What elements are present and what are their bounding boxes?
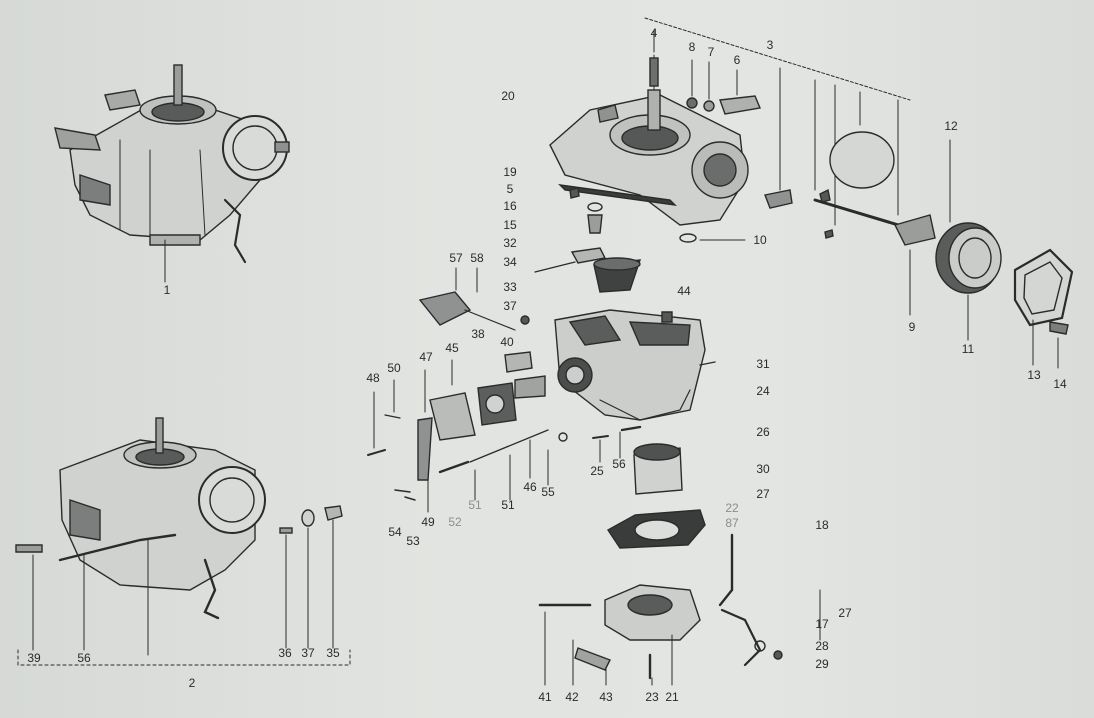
callout-23: 23	[645, 690, 659, 704]
callout-46: 46	[523, 480, 537, 494]
callout-20: 20	[501, 89, 515, 103]
callout-47: 47	[419, 350, 433, 364]
callout-34: 34	[503, 255, 517, 269]
callout-13: 13	[1027, 368, 1041, 382]
group-bracket-2	[17, 649, 351, 666]
callout-26: 26	[756, 425, 770, 439]
callout-12: 12	[944, 119, 958, 133]
callout-44: 44	[677, 284, 691, 298]
callout-16: 16	[503, 199, 517, 213]
callout-87: 87	[725, 516, 739, 530]
callout-38: 38	[471, 327, 485, 341]
vacuum-diaphragm	[935, 139, 1074, 369]
callout-54: 54	[388, 525, 402, 539]
callout-51b: 51	[501, 498, 515, 512]
callout-45: 45	[445, 341, 459, 355]
callout-22: 22	[725, 501, 739, 515]
callout-5: 5	[506, 182, 514, 196]
callout-1: 1	[163, 283, 171, 297]
callout-31: 31	[756, 357, 770, 371]
callout-52: 52	[448, 515, 462, 529]
callout-7: 7	[707, 45, 715, 59]
callout-43: 43	[599, 690, 613, 704]
callout-35: 35	[326, 646, 340, 660]
callout-49: 49	[421, 515, 435, 529]
callout-56b: 56	[612, 457, 626, 471]
callout-3: 3	[766, 38, 774, 52]
callout-30: 30	[756, 462, 770, 476]
callout-57: 57	[449, 251, 463, 265]
callout-14: 14	[1053, 377, 1067, 391]
callout-40: 40	[500, 335, 514, 349]
callout-48: 48	[366, 371, 380, 385]
float-bowl-body	[554, 309, 716, 421]
callout-21: 21	[665, 690, 679, 704]
callout-25: 25	[590, 464, 604, 478]
callout-4: 4	[650, 26, 658, 40]
callout-29: 29	[815, 657, 829, 671]
callout-37a: 37	[301, 646, 315, 660]
callout-6: 6	[733, 53, 741, 67]
callout-27b: 27	[838, 606, 852, 620]
callout-28: 28	[815, 639, 829, 653]
throttle-linkage	[718, 533, 821, 667]
callout-42: 42	[565, 690, 579, 704]
callout-51: 51	[468, 498, 482, 512]
flange-gasket	[606, 509, 706, 549]
callout-55: 55	[541, 485, 555, 499]
callout-10: 10	[753, 233, 767, 247]
callout-17: 17	[815, 617, 829, 631]
accelerator-pump-parts	[367, 267, 568, 513]
callout-39: 39	[27, 651, 41, 665]
callout-36: 36	[278, 646, 292, 660]
screw-parts-35-37	[279, 505, 343, 649]
callout-19: 19	[503, 165, 517, 179]
callout-27a: 27	[756, 487, 770, 501]
callout-15: 15	[503, 218, 517, 232]
callout-2: 2	[188, 676, 196, 690]
venturi-parts	[592, 425, 683, 495]
carburetor-assembly-2	[15, 417, 266, 656]
callout-11: 11	[961, 342, 975, 356]
callout-32: 32	[503, 236, 517, 250]
callout-56a: 56	[77, 651, 91, 665]
callout-41: 41	[538, 690, 552, 704]
callout-58: 58	[470, 251, 484, 265]
callout-53: 53	[406, 534, 420, 548]
callout-50: 50	[387, 361, 401, 375]
carburetor-assembly-1	[54, 64, 290, 283]
upper-body-cover	[549, 54, 749, 226]
callout-18: 18	[815, 518, 829, 532]
callout-33: 33	[503, 280, 517, 294]
callout-8: 8	[688, 40, 696, 54]
group-3-parts	[644, 17, 936, 316]
callout-24: 24	[756, 384, 770, 398]
throttle-body	[538, 584, 701, 686]
callout-9: 9	[908, 320, 916, 334]
callout-37b: 37	[503, 299, 517, 313]
needle-valve-parts	[534, 187, 746, 293]
